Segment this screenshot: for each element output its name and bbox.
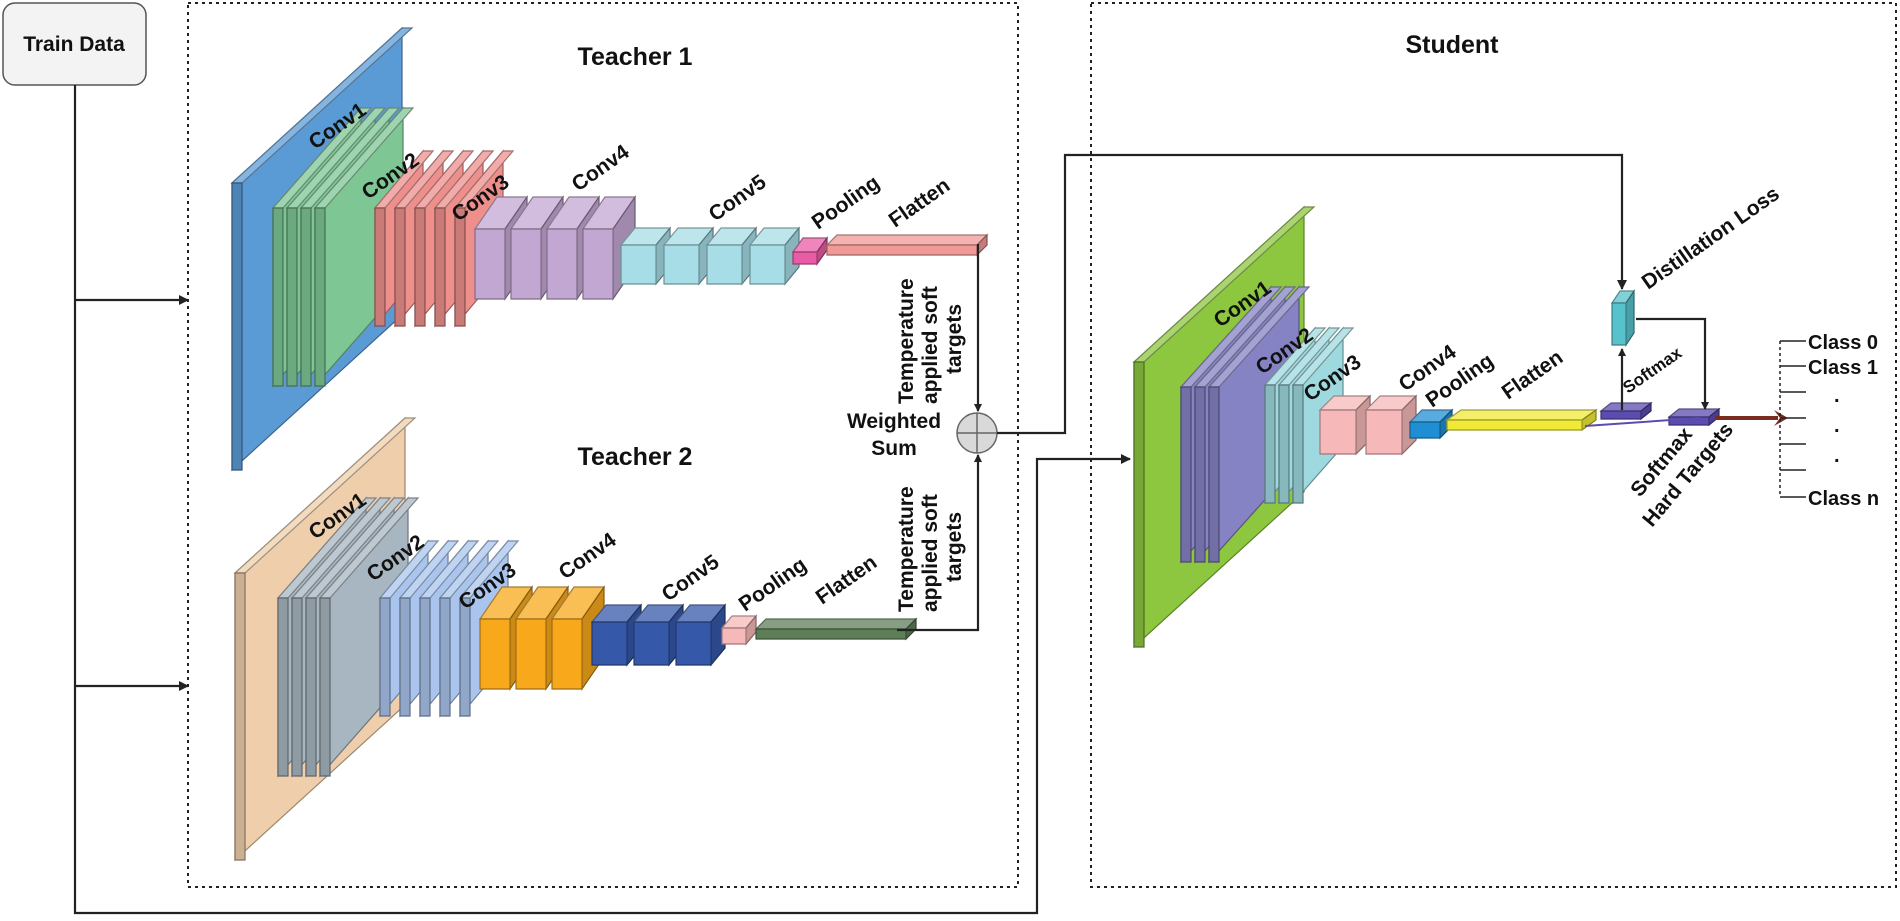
t1-flatten-bar-top	[825, 234, 989, 246]
student-frame	[1090, 2, 1897, 888]
class-ellipsis-3: .	[1834, 445, 1840, 467]
s-softmax-top-block-front	[1600, 410, 1642, 420]
s-flatten-bar-front	[1446, 419, 1583, 431]
t1-conv2-plate-1-edge	[286, 207, 298, 387]
t2-conv4-cube-2-front	[551, 618, 583, 690]
t1-conv2-plate-3-edge	[314, 207, 326, 387]
s-conv4-cube-0-front	[1319, 409, 1357, 455]
t1-conv3-plate-2-edge	[414, 207, 426, 327]
t2-conv3-plate-1-edge	[399, 597, 411, 717]
t2-conv5-cube-0-front	[591, 621, 628, 666]
svg-text:applied soft: applied soft	[919, 494, 942, 612]
t2-conv3-plate-2-edge	[419, 597, 431, 717]
s-conv3-plate-0-edge	[1264, 384, 1276, 504]
s-pool-block-front	[1409, 421, 1441, 439]
t2-conv4-label: Conv4	[555, 528, 621, 584]
t2-flatten-label: Flatten	[812, 551, 882, 609]
teachers-frame	[187, 2, 1019, 888]
connectors	[73, 85, 1709, 915]
t1-conv1-block-edge	[231, 182, 243, 471]
t2-soft-targets-label: Temperature applied soft targets	[895, 486, 966, 612]
t1-flatten-label: Flatten	[885, 174, 955, 232]
teacher2-title: Teacher 2	[578, 443, 693, 471]
t2-conv3-plate-3-edge	[439, 597, 451, 717]
t2-conv2-plate-0-edge	[277, 597, 289, 777]
t1-conv2-plate-2-edge	[300, 207, 312, 387]
svg-text:applied soft: applied soft	[919, 286, 942, 404]
t1-conv5-cube-2-front	[706, 244, 743, 285]
s-conv2-plate-1-edge	[1194, 386, 1206, 563]
class-ellipsis-2: .	[1834, 415, 1840, 437]
s-conv2-plate-0-edge	[1180, 386, 1192, 563]
t1-conv4-label: Conv4	[568, 140, 634, 196]
t2-conv3-plate-0-edge	[379, 597, 391, 717]
svg-text:targets: targets	[943, 512, 966, 582]
class-bracket	[1779, 340, 1806, 498]
t1-soft-targets-label: Temperature applied soft targets	[895, 278, 966, 404]
t1-conv4-cube-1-front	[510, 228, 542, 300]
class-ellipsis-1: .	[1834, 385, 1840, 407]
svg-text:Temperature: Temperature	[895, 486, 918, 612]
s-softmax-top-label: Softmax	[1619, 343, 1685, 397]
distillation-loss-block-front	[1611, 302, 1627, 346]
s-flatten-label: Flatten	[1498, 346, 1568, 404]
s-conv3-plate-2-edge	[1292, 384, 1304, 504]
weighted-sum-node	[956, 412, 998, 454]
t1-conv4-cube-0-front	[474, 228, 506, 300]
student-title: Student	[1405, 31, 1499, 59]
t1-conv2-plate-0-edge	[272, 207, 284, 387]
t2-conv1-block-edge	[234, 572, 246, 861]
teacher2-network	[233, 416, 918, 862]
t2-conv4-cube-1-front	[515, 618, 547, 690]
t1-conv4-cube-3-front	[582, 228, 614, 300]
s-conv2-plate-2-edge	[1208, 386, 1220, 563]
t2-conv2-plate-3-edge	[319, 597, 331, 777]
class0-label: Class 0	[1808, 332, 1878, 354]
t1-conv5-cube-0-front	[620, 244, 657, 285]
class1-label: Class 1	[1808, 357, 1878, 379]
svg-text:targets: targets	[943, 304, 966, 374]
t2-flatten-bar-front	[755, 628, 907, 640]
teacher1-network	[230, 26, 989, 472]
t1-flatten-bar-front	[826, 244, 978, 256]
weighted-sum-line2: Sum	[871, 437, 917, 460]
t2-pool-block-front	[721, 627, 747, 645]
t1-conv4-cube-2-front	[546, 228, 578, 300]
svg-text:Temperature: Temperature	[895, 278, 918, 404]
t1-conv3-plate-0-edge	[374, 207, 386, 327]
t2-conv2-plate-2-edge	[305, 597, 317, 777]
train-data-label: Train Data	[23, 33, 125, 56]
t2-conv3-plate-4-edge	[459, 597, 471, 717]
s-conv3-plate-1-edge	[1278, 384, 1290, 504]
t1-conv3-plate-3-edge	[434, 207, 446, 327]
classn-label: Class n	[1808, 488, 1879, 510]
t1-conv5-label: Conv5	[705, 170, 771, 226]
t2-flatten-bar-top	[754, 618, 918, 630]
t2-conv5-cube-1-front	[633, 621, 670, 666]
s-conv4-cube-1-front	[1365, 409, 1403, 455]
t2-conv2-plate-1-edge	[291, 597, 303, 777]
t2-conv5-cube-2-front	[675, 621, 712, 666]
s-conv1-block-edge	[1133, 361, 1145, 648]
t2-conv5-label: Conv5	[658, 550, 724, 606]
t1-conv3-plate-4-edge	[454, 207, 466, 327]
teacher1-title: Teacher 1	[578, 43, 693, 71]
t2-conv4-cube-0-front	[479, 618, 511, 690]
t1-conv5-cube-3-front	[749, 244, 786, 285]
t1-conv3-plate-1-edge	[394, 207, 406, 327]
weighted-sum-line1: Weighted	[847, 410, 941, 433]
student-network	[1132, 205, 1721, 649]
t1-conv5-cube-1-front	[663, 244, 700, 285]
t1-pooling-label: Pooling	[808, 171, 884, 234]
distillation-loss-label: Distillation Loss	[1638, 182, 1784, 294]
t2-pooling-label: Pooling	[735, 553, 811, 616]
s-flatten-bar-top	[1445, 409, 1598, 421]
t1-pool-block-front	[792, 251, 818, 265]
